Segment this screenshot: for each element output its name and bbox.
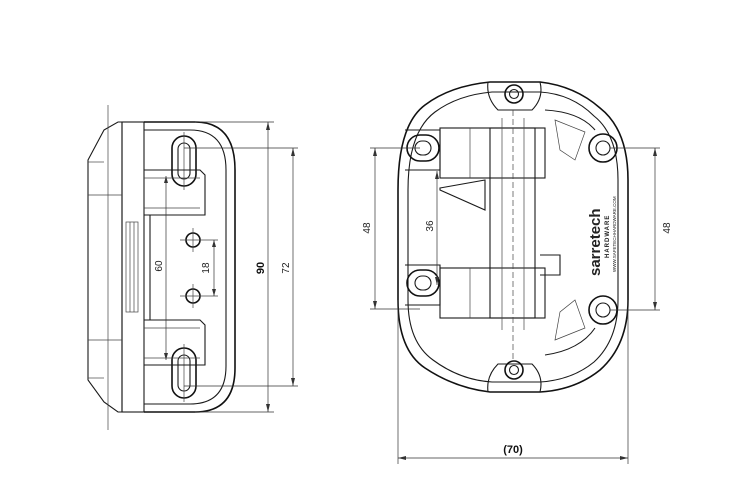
left-slot-bottom (406, 269, 440, 297)
plate-outline (144, 121, 236, 413)
dim-48-left: 48 (362, 147, 420, 310)
dim-70: (70) (397, 300, 629, 464)
knuckle-section (144, 169, 206, 366)
side-view: 60 18 90 72 (87, 105, 298, 430)
top-ear (487, 81, 542, 111)
brand-sub: HARDWARE (605, 215, 611, 258)
bottom-slot (171, 344, 197, 402)
dim-60-label: 60 (154, 260, 165, 272)
center-holes (180, 228, 210, 308)
dim-48-left-label: 48 (362, 222, 373, 234)
dim-90: 90 (195, 121, 274, 413)
knuckle-body (439, 110, 561, 360)
dim-18: 18 (201, 239, 218, 297)
dim-90-label: 90 (255, 262, 267, 274)
brand-marking: sarretech HARDWARE WWW.SAFETECHHARDWARE.… (587, 196, 617, 276)
dim-72-label: 72 (281, 262, 292, 274)
front-view: sarretech HARDWARE WWW.SAFETECHHARDWARE.… (362, 81, 673, 464)
section-hatching (87, 105, 145, 430)
dim-72: 72 (184, 147, 298, 387)
dim-48-right: 48 (610, 147, 673, 311)
brand-url: WWW.SAFETECHHARDWARE.COM (612, 196, 617, 272)
top-slot (171, 132, 197, 190)
dim-48-right-label: 48 (662, 222, 673, 234)
brand-name: sarretech (587, 208, 604, 276)
dim-60: 60 (154, 176, 168, 360)
dim-70-label: (70) (503, 444, 523, 456)
bottom-ear (487, 360, 542, 393)
dim-18-label: 18 (201, 262, 212, 274)
dim-36-label: 36 (425, 220, 436, 232)
dim-36: 36 (425, 171, 439, 285)
